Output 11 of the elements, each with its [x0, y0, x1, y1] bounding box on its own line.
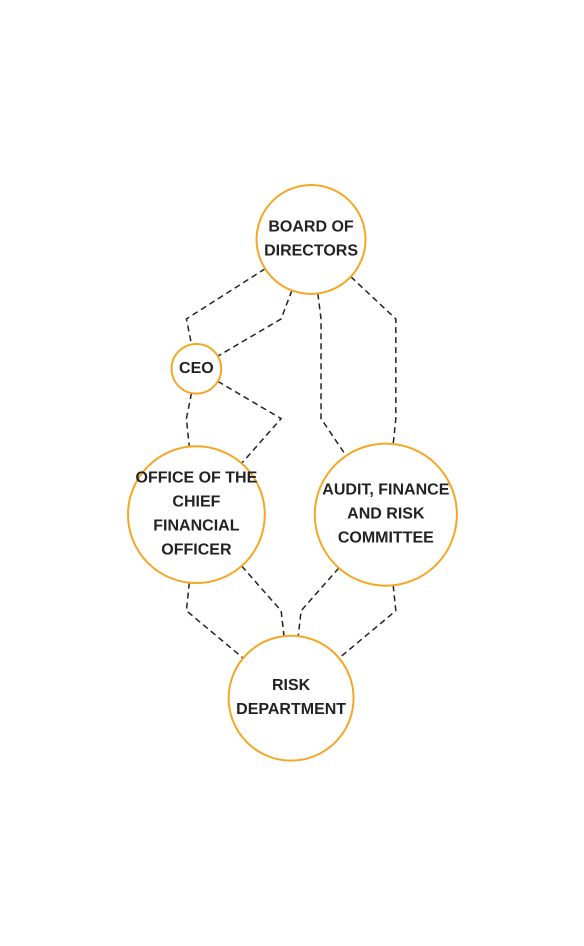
connector: [297, 568, 339, 636]
node-circle: BOARD OF DIRECTORS: [255, 184, 366, 296]
connector: [350, 276, 396, 444]
connector: [216, 290, 292, 357]
connector: [240, 566, 284, 636]
connector: [185, 393, 192, 447]
node-circle: CEO: [170, 343, 222, 395]
node-circle: RISK DEPARTMENT: [227, 634, 354, 762]
node-circle: AUDIT, FINANCE AND RISK COMMITTEE: [313, 442, 458, 587]
connector: [185, 582, 244, 659]
connector: [216, 380, 282, 464]
